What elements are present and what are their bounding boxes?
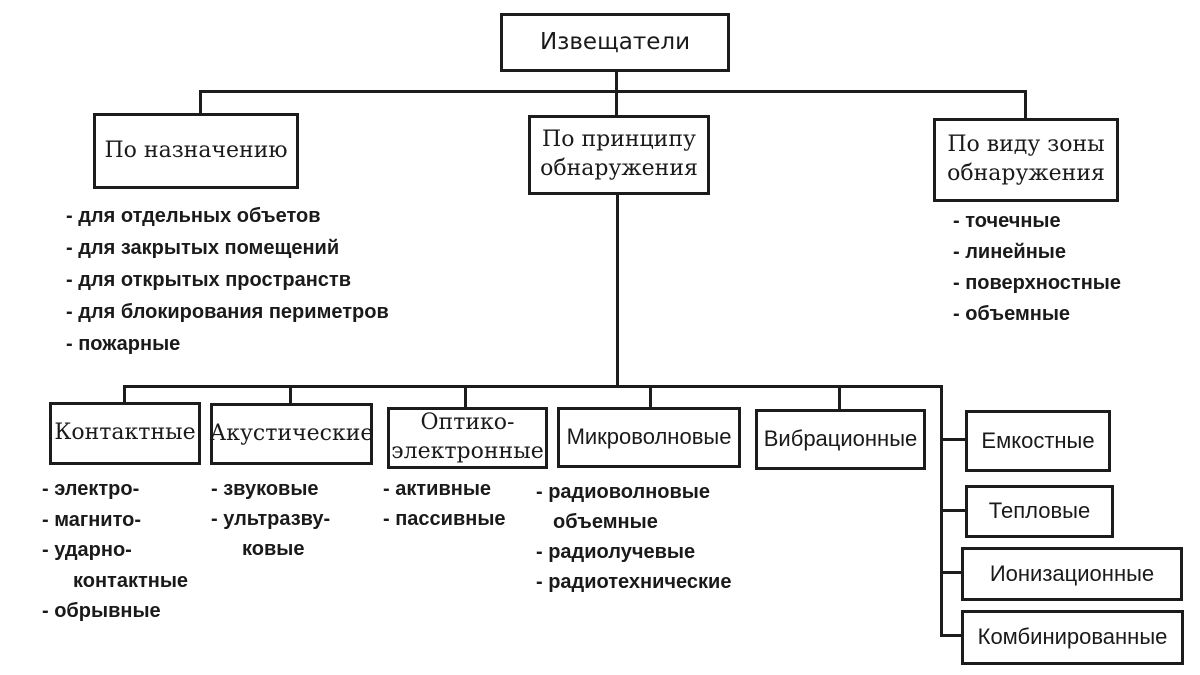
node-capacitive: Емкостные [965, 410, 1111, 472]
node-contact-label: Контактные [54, 420, 196, 446]
connector-stub-combined [940, 634, 963, 637]
connector-stub-thermal [940, 509, 967, 512]
list-item: - радиотехнические [536, 571, 732, 593]
acoustic-items-list: - звуковые - ультразву- ковые [211, 474, 330, 564]
list-item: - радиолучевые [536, 541, 696, 563]
node-detectors-label: Извещатели [539, 28, 691, 55]
node-acoustic: Акустические [210, 403, 373, 465]
contact-items-list: - электро- - магнито- - ударно- контактн… [42, 474, 188, 627]
zone-items-list: - точечные - линейные - поверхностные - … [953, 206, 1121, 330]
list-item: - звуковые [211, 478, 319, 500]
node-by-zone: По виду зоны обнаружения [933, 118, 1119, 202]
node-optical-electronic-label: Оптико-электронные [391, 410, 544, 464]
connector-drop-contact [123, 385, 126, 404]
list-item: - для блокирования периметров [66, 301, 389, 323]
node-thermal: Тепловые [965, 485, 1114, 538]
list-item: - точечные [953, 210, 1061, 232]
connector-drop-principle [615, 90, 618, 117]
connector-drop-optical [464, 385, 467, 409]
list-item: - обрывные [42, 600, 161, 622]
list-item: - для открытых пространств [66, 269, 352, 291]
node-contact: Контактные [49, 402, 201, 465]
connector-drop-purpose [199, 90, 202, 115]
connector-stub-ionization [940, 571, 963, 574]
list-item-continuation: контактные [73, 569, 189, 592]
node-by-zone-label: По виду зоны обнаружения [947, 132, 1105, 186]
list-item: - магнито- [42, 508, 141, 531]
node-combined-label: Комбинированные [977, 624, 1168, 650]
list-item: - пассивные [383, 508, 506, 530]
list-item: - для закрытых помещений [66, 237, 340, 259]
list-item: - линейные [953, 241, 1066, 263]
node-vibration-label: Вибрационные [763, 426, 918, 452]
node-vibration: Вибрационные [755, 409, 926, 470]
node-ionization: Ионизационные [961, 547, 1183, 601]
list-item: - ультразву- [211, 508, 331, 530]
list-item: - пожарные [66, 333, 181, 355]
list-item: - радиоволновые [536, 481, 711, 503]
connector-drop-acoustic [289, 385, 292, 405]
node-detectors: Извещатели [500, 13, 730, 72]
node-optical-electronic: Оптико-электронные [387, 407, 548, 469]
connector-drop-vibration [838, 385, 841, 411]
list-item: - объемные [953, 303, 1071, 325]
node-capacitive-label: Емкостные [981, 427, 1095, 453]
node-by-principle-label: По принципу обнаружения [540, 127, 698, 181]
node-ionization-label: Ионизационные [989, 560, 1155, 586]
connector-stub-capacitive [940, 438, 967, 441]
connector-drop-microwave [649, 385, 652, 409]
list-item: - электро- [42, 478, 140, 500]
node-by-principle: По принципу обнаружения [528, 115, 710, 195]
microwave-items-list: - радиоволновые объемные - радиолучевые … [536, 477, 731, 597]
list-item-continuation: ковые [242, 538, 305, 560]
node-by-purpose: По назначению [93, 113, 299, 189]
list-item: - для отдельных объетов [66, 205, 321, 227]
node-microwave-label: Микроволновые [566, 424, 732, 450]
list-item: - ударно- [42, 539, 132, 561]
node-by-purpose-label: По назначению [104, 137, 288, 163]
list-item-continuation: объемные [553, 511, 658, 533]
connector-principle-trunk [616, 193, 619, 388]
node-microwave: Микроволновые [557, 407, 741, 468]
list-item: - активные [383, 478, 492, 500]
node-acoustic-label: Акустические [209, 420, 374, 446]
optical-items-list: - активные - пассивные [383, 474, 506, 534]
node-thermal-label: Тепловые [988, 498, 1091, 524]
node-combined: Комбинированные [961, 610, 1184, 665]
purpose-items-list: - для отдельных объетов - для закрытых п… [66, 200, 389, 360]
connector-drop-zone [1024, 90, 1027, 120]
connector-level1-bar [199, 90, 1027, 93]
connector-root-drop [615, 70, 618, 92]
list-item: - поверхностные [953, 272, 1121, 294]
connector-level2-bar [123, 385, 943, 388]
